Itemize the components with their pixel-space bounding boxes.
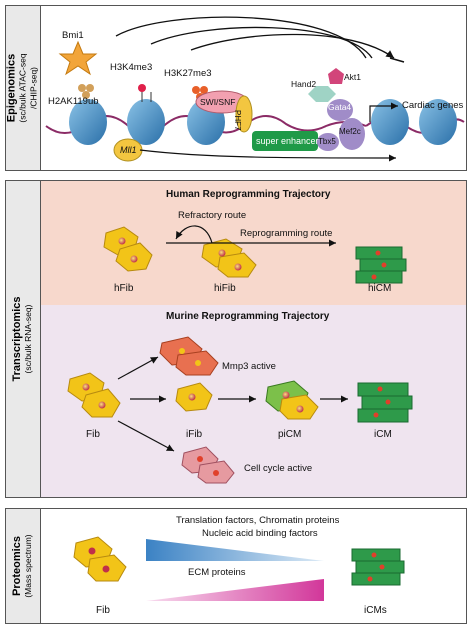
cell-cycle-label: Cell cycle active	[244, 463, 313, 474]
up-proteins-line-2: Nucleic acid binding factors	[202, 528, 318, 539]
mll1-arrow	[139, 149, 397, 162]
hifib-label: hiFib	[214, 283, 236, 294]
nucleosome	[127, 99, 165, 145]
proteomics-diagram	[73, 536, 405, 601]
label-hand2: Hand2	[291, 79, 317, 89]
picm-label: piCM	[278, 429, 302, 440]
label-tbx5: Tbx5	[318, 137, 336, 146]
ifib-label: iFib	[186, 429, 203, 440]
proteomics-side-label: Proteomics (Mass spectrum)	[6, 509, 41, 623]
methyl-mark-icon	[138, 84, 146, 92]
decrease-wedge-blue	[146, 539, 324, 561]
label-mll1: Mll1	[120, 145, 137, 155]
proteomics-panel: Proteomics (Mass spectrum) Translation f…	[5, 508, 467, 624]
hfib-label: hFib	[114, 283, 134, 294]
icm-cell-cluster	[357, 382, 413, 423]
proteomics-fib-cell-cluster	[73, 536, 127, 582]
label-swi-snf: SWI/SNF	[200, 97, 236, 107]
label-h3k27me3: H3K27me3	[164, 68, 212, 79]
hfib-cell-cluster	[103, 226, 153, 272]
mmp3-label: Mmp3 active	[222, 361, 276, 372]
label-cardiac-genes: Cardiac genes	[402, 100, 464, 111]
icm-label: iCM	[374, 429, 392, 440]
picm-cell-cluster	[265, 380, 319, 420]
nucleosome	[69, 99, 107, 145]
proteomics-icms-label: iCMs	[364, 605, 387, 616]
hifib-cell-cluster	[201, 238, 257, 278]
proteomics-icm-cell-cluster	[351, 548, 405, 586]
fib-label: Fib	[86, 429, 100, 440]
mef2c-protein	[339, 118, 365, 150]
arc-h3k27	[190, 33, 395, 59]
ubiquitin-icon	[78, 84, 86, 92]
refractory-route-arrow	[175, 225, 213, 244]
nucleosome	[371, 99, 409, 145]
cell-cycle-cell-cluster	[181, 446, 235, 484]
super-enhancer-box	[252, 131, 318, 151]
label-super-enhancer: super enhancer	[256, 136, 319, 146]
transcriptomics-diagram	[67, 225, 413, 484]
reprogramming-route-label: Reprogramming route	[240, 228, 333, 239]
label-h2ak119ub: H2AK119ub	[48, 96, 99, 107]
human-trajectory-title: Human Reprogramming Trajectory	[166, 189, 331, 200]
murine-trajectory-title: Murine Reprogramming Trajectory	[166, 311, 330, 322]
transcriptomics-panel: Transcriptomics (sc/bulk RNA-seq)	[5, 180, 467, 498]
label-phf7: PHF7	[233, 110, 242, 131]
epigenomics-panel: Epigenomics (sc/bulk ATAC-seq /CHIP-seq)	[5, 5, 467, 171]
hand2-protein	[308, 86, 336, 102]
refractory-route-label: Refractory route	[178, 210, 247, 221]
ubiquitin-icon	[86, 84, 94, 92]
hicm-label: hiCM	[368, 283, 392, 294]
tbx5-protein	[317, 133, 339, 151]
epigenomics-diagram	[45, 16, 465, 162]
nucleosome	[419, 99, 457, 145]
transcriptomics-side-label: Transcriptomics (sc/bulk RNA-seq)	[6, 181, 41, 497]
gata4-protein	[327, 99, 353, 121]
inhibit-bar	[389, 57, 405, 63]
epigenomics-side-label: Epigenomics (sc/bulk ATAC-seq /CHIP-seq)	[6, 6, 41, 170]
mmp3-cell-cluster	[159, 336, 219, 376]
akt1-protein	[328, 68, 344, 84]
bmi1-star-icon	[58, 40, 98, 76]
phf7-protein	[235, 95, 253, 133]
label-akt1: Akt1	[344, 72, 362, 82]
ifib-cell-cluster	[175, 382, 213, 412]
hicm-cell-cluster	[355, 246, 407, 284]
label-bmi1: Bmi1	[62, 30, 84, 41]
transcription-arrow	[369, 102, 398, 122]
down-proteins-line: ECM proteins	[188, 567, 246, 578]
methyl-mark-icon	[192, 86, 200, 94]
arc-h3k4	[150, 26, 373, 59]
methyl-mark-icon	[200, 86, 208, 94]
fib-cell-cluster	[67, 372, 121, 418]
increase-wedge-pink	[146, 579, 324, 601]
arrow-fib-to-mmp3	[117, 356, 159, 380]
up-proteins-line-1: Translation factors, Chromatin proteins	[176, 515, 340, 526]
ubiquitin-icon	[82, 91, 90, 99]
label-gata4: Gata4	[328, 102, 352, 112]
label-h3k4me3: H3K4me3	[110, 62, 153, 73]
arrow-fib-to-cell-cycle	[117, 420, 175, 452]
label-mef2c: Mef2c	[339, 127, 361, 136]
proteomics-fib-label: Fib	[96, 605, 110, 616]
